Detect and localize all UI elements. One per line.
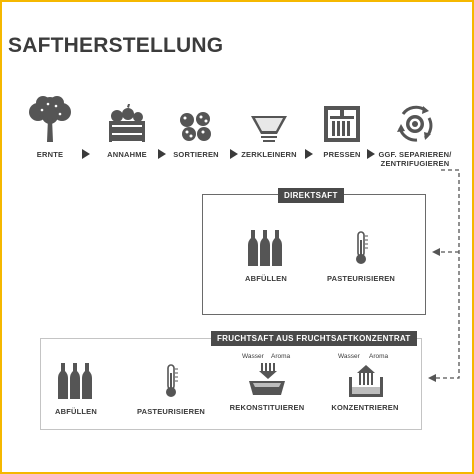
step-label: PASTEURISIEREN: [326, 274, 396, 283]
step-label: SORTIEREN: [173, 150, 219, 159]
press-icon: [307, 104, 377, 144]
konzentrat-step-pasteurisieren: PASTEURISIEREN: [133, 363, 209, 416]
step-pressen: PRESSEN: [307, 104, 377, 159]
bottles-icon: [235, 230, 297, 266]
sub-label-aroma: Aroma: [271, 353, 291, 360]
arrow-right-icon: [158, 149, 166, 159]
sub-label-aroma: Aroma: [369, 353, 389, 360]
konzentrat-step-abfuellen: ABFÜLLEN: [45, 363, 107, 416]
fruit-sorting-icon: [161, 110, 231, 144]
step-label: ZERKLEINERN: [241, 150, 297, 159]
step-label-line2: ZENTRIFUGIEREN: [380, 159, 450, 168]
step-sortieren: SORTIEREN: [161, 110, 231, 159]
step-label: ERNTE: [36, 150, 64, 159]
concentrate-icon: [323, 363, 407, 397]
direktsaft-heading: DIREKTSAFT: [278, 188, 344, 203]
arrow-right-icon: [230, 149, 238, 159]
konzentrat-heading: FRUCHTSAFT AUS FRUCHTSAFTKONZENTRAT: [211, 331, 417, 346]
arrow-right-icon: [305, 149, 313, 159]
sub-label-wasser: Wasser: [338, 353, 360, 360]
konzentrat-step-rekonstituieren: Wasser Aroma REKONSTITUIEREN: [225, 353, 309, 412]
step-zerkleinern: ZERKLEINERN: [234, 112, 304, 159]
step-label: PRESSEN: [323, 150, 361, 159]
page-title: SAFTHERSTELLUNG: [8, 34, 224, 57]
step-label: ANNAHME: [107, 150, 147, 159]
direktsaft-step-pasteurisieren: PASTEURISIEREN: [323, 230, 399, 283]
step-separieren: GGF. SEPARIEREN/ ZENTRIFUGIEREN: [374, 104, 456, 168]
step-label: ABFÜLLEN: [54, 407, 97, 416]
tree-icon: [15, 94, 85, 144]
arrow-right-icon: [367, 149, 375, 159]
step-ernte: ERNTE: [15, 94, 85, 159]
step-label: KONZENTRIEREN: [331, 403, 399, 412]
step-annahme: ANNAHME: [92, 104, 162, 159]
direktsaft-step-abfuellen: ABFÜLLEN: [235, 230, 297, 283]
konzentrat-box: FRUCHTSAFT AUS FRUCHTSAFTKONZENTRAT ABFÜ…: [40, 331, 422, 430]
step-label: REKONSTITUIEREN: [229, 403, 305, 412]
step-label: ABFÜLLEN: [244, 274, 287, 283]
arrow-right-icon: [82, 149, 90, 159]
step-label: PASTEURISIEREN: [136, 407, 206, 416]
thermometer-icon: [133, 363, 209, 399]
direktsaft-box: DIREKTSAFT ABFÜLLEN PASTEURISIEREN: [202, 188, 426, 315]
sub-label-wasser: Wasser: [242, 353, 264, 360]
centrifuge-icon: [374, 104, 456, 144]
thermometer-icon: [323, 230, 399, 266]
konzentrat-step-konzentrieren: Wasser Aroma KONZENTRIEREN: [323, 353, 407, 412]
crate-icon: [92, 104, 162, 144]
reconstitute-icon: [225, 363, 309, 397]
step-label: GGF. SEPARIEREN/: [378, 150, 452, 159]
grinder-icon: [234, 112, 304, 144]
bottles-icon: [45, 363, 107, 399]
